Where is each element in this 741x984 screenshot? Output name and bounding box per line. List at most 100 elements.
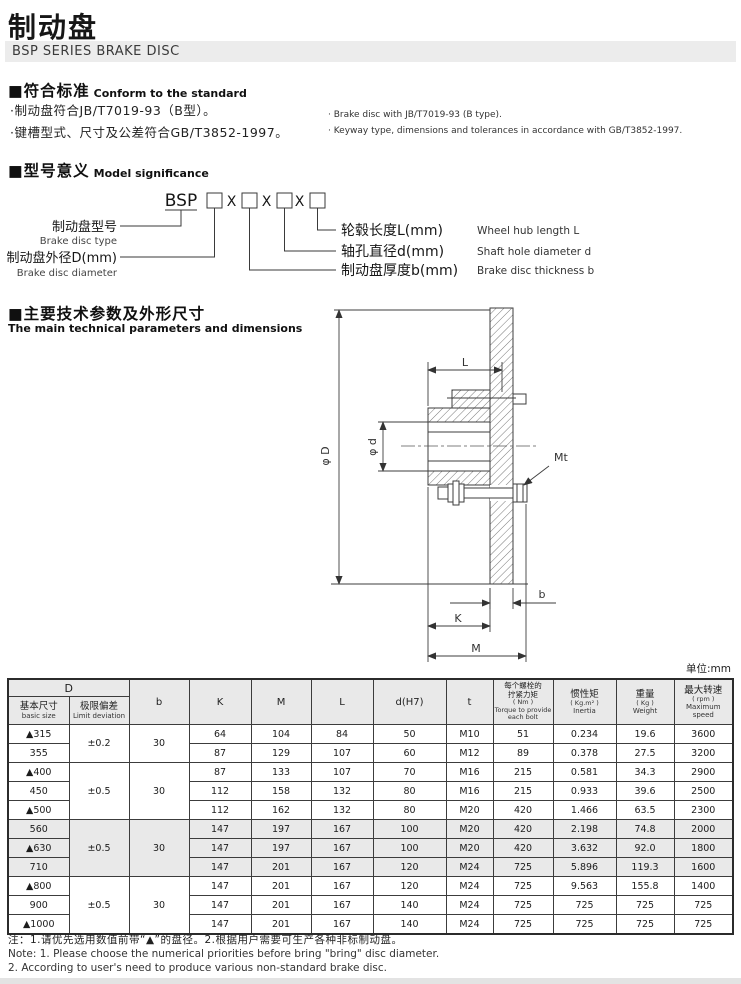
table-cell: 197 bbox=[250, 819, 312, 839]
col-header-inertia: 惯性矩 ( Kg.m² ) Inertia bbox=[552, 678, 617, 725]
table-cell: 9.563 bbox=[552, 876, 617, 896]
table-cell: 27.5 bbox=[615, 743, 675, 763]
table-cell: 725 bbox=[492, 857, 554, 877]
col-header-K: K bbox=[188, 678, 252, 725]
table-cell: M20 bbox=[445, 838, 494, 858]
params-heading-en: The main technical parameters and dimens… bbox=[8, 322, 303, 335]
table-cell: 197 bbox=[250, 838, 312, 858]
bullet-zh: ·键槽型式、尺寸及公差符合GB/T3852-1997。 bbox=[10, 125, 289, 140]
table-cell: 0.378 bbox=[552, 743, 617, 763]
torque-unit: ( Nm ) bbox=[512, 698, 534, 707]
speed-zh: 最大转速 bbox=[684, 684, 723, 696]
table-cell: 420 bbox=[492, 838, 554, 858]
table-cell: ▲1000 bbox=[7, 914, 70, 935]
dim-phid: φ d bbox=[366, 438, 379, 456]
torque-zh1: 每个螺栓的 bbox=[504, 681, 542, 691]
table-cell: ▲400 bbox=[7, 762, 70, 782]
table-cell: 63.5 bbox=[615, 800, 675, 820]
model-label-shaft-en: Shaft hole diameter d bbox=[477, 246, 591, 258]
table-cell: 201 bbox=[250, 895, 312, 915]
table-cell: 30 bbox=[128, 724, 190, 763]
table-cell: 87 bbox=[188, 762, 252, 782]
table-cell: 34.3 bbox=[615, 762, 675, 782]
table-cell: 3.632 bbox=[552, 838, 617, 858]
table-cell: 5.896 bbox=[552, 857, 617, 877]
table-cell: 70 bbox=[372, 762, 447, 782]
dim-M: M bbox=[471, 642, 481, 655]
table-cell: 30 bbox=[128, 762, 190, 820]
table-cell: M24 bbox=[445, 857, 494, 877]
table-cell: 2900 bbox=[673, 762, 734, 782]
dim-L: L bbox=[462, 356, 469, 369]
table-cell: 87 bbox=[188, 743, 252, 763]
bottom-strip bbox=[0, 978, 741, 984]
table-cell: 107 bbox=[310, 762, 374, 782]
table-cell: 140 bbox=[372, 895, 447, 915]
table-cell: 725 bbox=[552, 914, 617, 935]
model-label-diameter-en: Brake disc diameter bbox=[17, 268, 118, 279]
table-cell: 112 bbox=[188, 781, 252, 801]
table-cell: 104 bbox=[250, 724, 312, 744]
table-cell: 1.466 bbox=[552, 800, 617, 820]
dim-K: K bbox=[454, 612, 462, 625]
standards-bullets-zh: ·制动盘符合JB/T7019-93（B型）。 ·键槽型式、尺寸及公差符合GB/T… bbox=[10, 100, 288, 144]
model-heading: ■型号意义 Model significance bbox=[8, 159, 209, 181]
table-cell: 112 bbox=[188, 800, 252, 820]
technical-drawing: φ D φ d L b K M Mt bbox=[319, 307, 568, 662]
note-en-1: Note: 1. Please choose the numerical pri… bbox=[8, 948, 440, 960]
table-cell: 147 bbox=[188, 914, 252, 935]
unit-note: 单位:mm bbox=[686, 663, 731, 675]
table-cell: 64 bbox=[188, 724, 252, 744]
weight-unit: ( Kg ) bbox=[636, 698, 654, 707]
table-cell: M20 bbox=[445, 800, 494, 820]
table-cell: 167 bbox=[310, 895, 374, 915]
model-x: X bbox=[227, 194, 237, 210]
table-cell: 355 bbox=[7, 743, 70, 763]
col-header-dH7: d(H7) bbox=[372, 678, 447, 725]
inertia-zh: 惯性矩 bbox=[570, 688, 599, 700]
dim-b: b bbox=[539, 588, 546, 601]
table-cell: 420 bbox=[492, 819, 554, 839]
table-cell: 725 bbox=[492, 895, 554, 915]
table-cell: 725 bbox=[492, 876, 554, 896]
table-cell: 420 bbox=[492, 800, 554, 820]
model-x: X bbox=[295, 194, 305, 210]
table-cell: M16 bbox=[445, 762, 494, 782]
table-cell: 30 bbox=[128, 876, 190, 935]
table-cell: 725 bbox=[615, 895, 675, 915]
table-cell: 84 bbox=[310, 724, 374, 744]
table-cell: 100 bbox=[372, 838, 447, 858]
standards-heading-zh: ■符合标准 bbox=[8, 82, 90, 100]
basic-zh: 基本尺寸 bbox=[19, 701, 58, 712]
table-cell: 80 bbox=[372, 781, 447, 801]
torque-en2: each bolt bbox=[507, 713, 539, 722]
table-cell: 39.6 bbox=[615, 781, 675, 801]
table-cell: 560 bbox=[7, 819, 70, 839]
table-cell: 725 bbox=[615, 914, 675, 935]
table-cell: 201 bbox=[250, 876, 312, 896]
table-cell: 132 bbox=[310, 781, 374, 801]
model-label-hub-en: Wheel hub length L bbox=[477, 225, 579, 237]
bullet-en: · Keyway type, dimensions and tolerances… bbox=[328, 126, 683, 136]
table-cell: 19.6 bbox=[615, 724, 675, 744]
table-cell: M24 bbox=[445, 914, 494, 935]
col-header-D: D bbox=[7, 678, 130, 697]
standards-bullets-en: · Brake disc with JB/T7019-93 (B type). … bbox=[328, 107, 682, 139]
table-cell: 50 bbox=[372, 724, 447, 744]
table-cell: 3200 bbox=[673, 743, 734, 763]
table-cell: 725 bbox=[673, 914, 734, 935]
table-cell: M24 bbox=[445, 895, 494, 915]
table-cell: 80 bbox=[372, 800, 447, 820]
table-cell: 92.0 bbox=[615, 838, 675, 858]
note-zh: 注：1.请优先选用数值前带“▲”的盘径。2.根据用户需要可生产各种非标制动盘。 bbox=[8, 934, 403, 946]
torque-zh2: 拧紧力矩 bbox=[508, 689, 539, 699]
weight-zh: 重量 bbox=[635, 688, 655, 700]
